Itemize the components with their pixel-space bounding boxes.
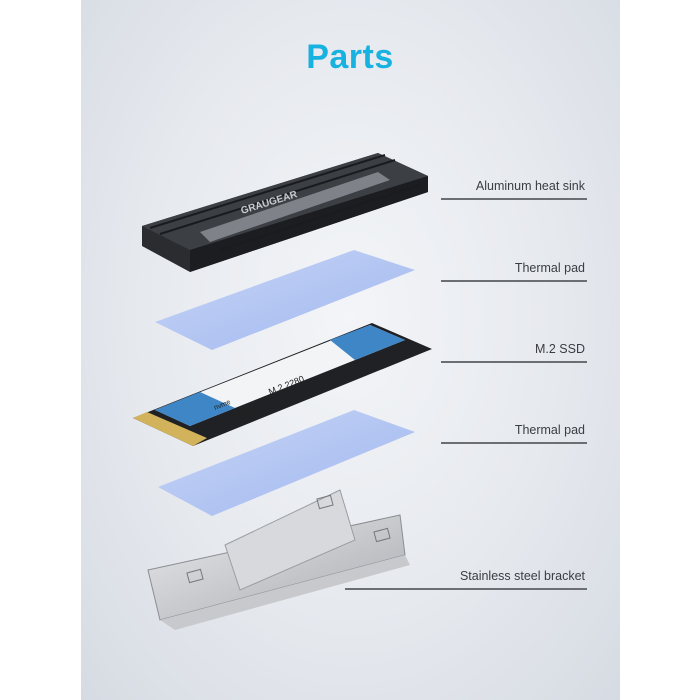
leader-line <box>441 361 587 363</box>
leader-line <box>441 442 587 444</box>
leader-line <box>441 280 587 282</box>
m2-ssd: M.2 2280 1000GB nvme <box>133 323 432 446</box>
leader-line <box>441 198 587 200</box>
leader-line <box>345 588 587 590</box>
thermal-pad-bottom <box>158 410 415 516</box>
label-thermal-pad-bottom: Thermal pad <box>514 423 585 437</box>
thermal-pad-top <box>155 250 415 350</box>
label-aluminum-heat-sink: Aluminum heat sink <box>475 179 585 193</box>
label-thermal-pad-top: Thermal pad <box>514 261 585 275</box>
steel-bracket <box>147 489 410 630</box>
label-m2-ssd: M.2 SSD <box>534 342 585 356</box>
heat-sink: GRAUGEAR <box>142 153 428 272</box>
page-title: Parts <box>306 38 394 76</box>
label-stainless-steel-bracket: Stainless steel bracket <box>459 569 585 583</box>
